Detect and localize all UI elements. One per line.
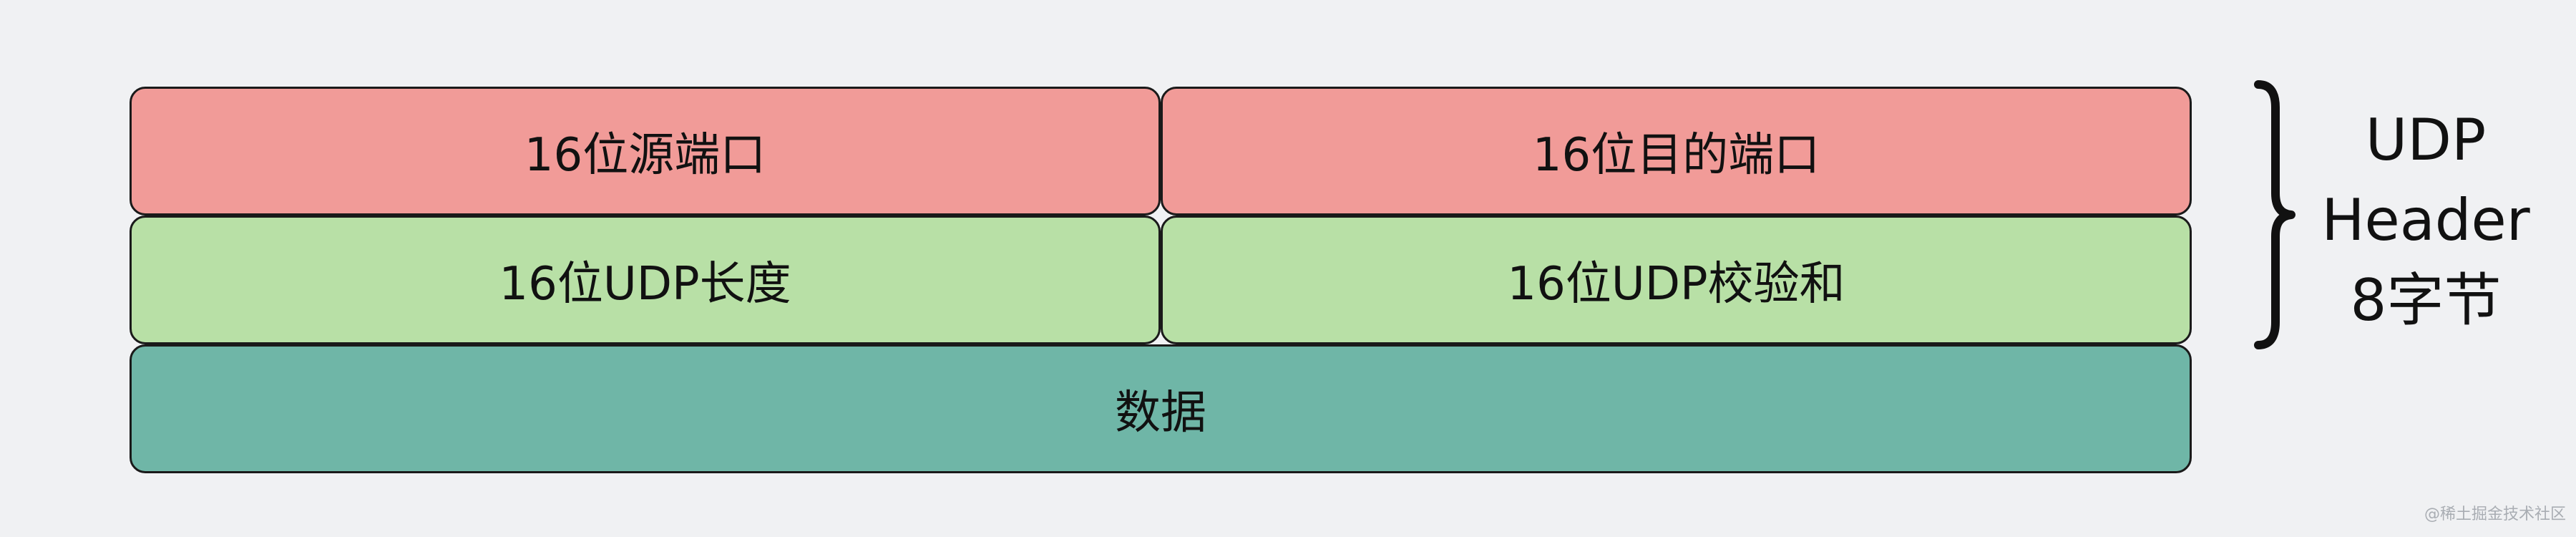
watermark: @稀土掘金技术社区: [2424, 505, 2566, 523]
source-port-field: 16位源端口: [130, 87, 1161, 216]
side-label-line-2: Header: [2321, 187, 2530, 253]
source-port-label: 16位源端口: [524, 129, 766, 182]
side-label-line-1: UDP: [2365, 107, 2487, 173]
data-field: 数据: [130, 344, 2192, 473]
destination-port-label: 16位目的端口: [1532, 129, 1820, 182]
side-label-line-3: 8字节: [2350, 267, 2502, 334]
udp-header-size-label: UDP Header 8字节: [2304, 100, 2547, 341]
udp-length-field: 16位UDP长度: [130, 216, 1161, 344]
udp-length-label: 16位UDP长度: [499, 258, 791, 311]
udp-checksum-field: 16位UDP校验和: [1161, 216, 2192, 344]
right-curly-brace-icon: [2254, 80, 2296, 349]
destination-port-field: 16位目的端口: [1161, 87, 2192, 216]
data-label: 数据: [1115, 387, 1206, 440]
udp-checksum-label: 16位UDP校验和: [1507, 258, 1845, 311]
